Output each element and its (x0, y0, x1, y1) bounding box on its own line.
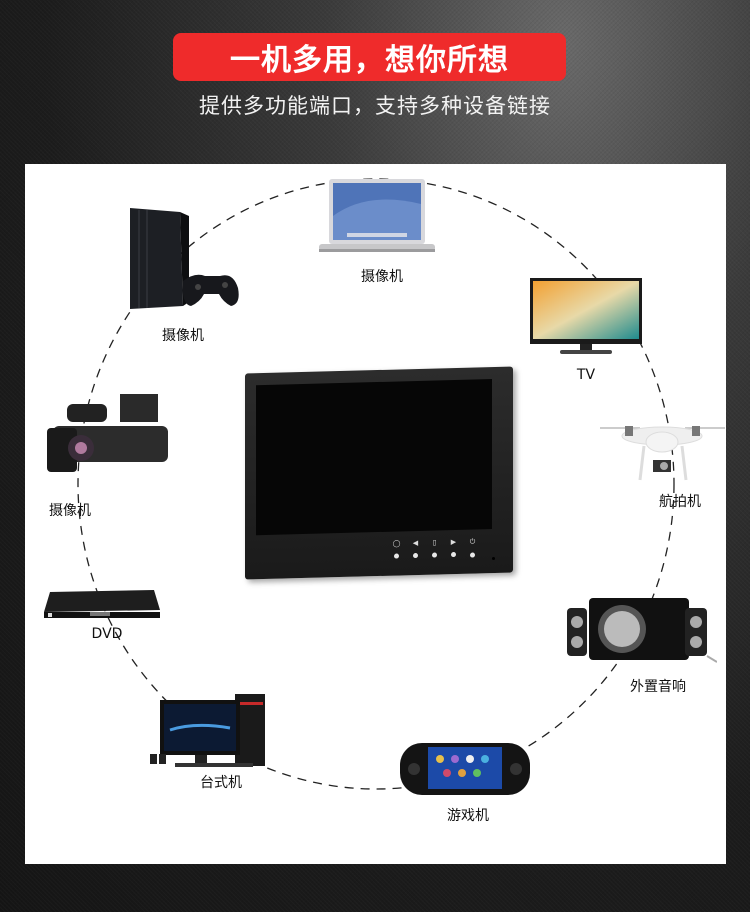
device-label-dvd: DVD (91, 626, 123, 642)
monitor-left-button[interactable]: ◀ (412, 539, 419, 559)
tv-device (530, 278, 642, 364)
menu-icon: ◯ (392, 539, 401, 548)
device-label-handheld-console: 游戏机 (447, 808, 489, 824)
drone-icon (600, 426, 725, 481)
camcorder-device (45, 386, 170, 482)
headline-text: 一机多用，想你所想 (230, 43, 509, 78)
laptop-icon (319, 179, 435, 252)
handheld-console-device (400, 739, 530, 803)
monitor-menu-button[interactable]: ◯ (393, 539, 400, 559)
device-label-laptop: 摄像机 (361, 269, 403, 285)
dvd-player-device (42, 586, 162, 625)
laptop-device (317, 176, 437, 262)
center-monitor: ◯ ◀ ▯ ▶ ⏻ (245, 366, 513, 580)
desktop-pc-device (150, 692, 270, 776)
speakers-icon (567, 598, 718, 663)
handheld-console-icon (400, 743, 530, 795)
desktop-pc-icon (150, 694, 265, 767)
device-label-speakers: 外置音响 (630, 679, 686, 695)
dvd-player-icon (44, 590, 160, 618)
headline-banner: 一机多用，想你所想 (173, 33, 566, 81)
tv-icon (530, 278, 642, 354)
device-label-camcorder: 摄像机 (49, 503, 91, 519)
device-label-game-console: 摄像机 (162, 328, 204, 344)
drone-device (600, 416, 725, 490)
device-panel: 摄像机 摄像机 TV (25, 164, 726, 864)
monitor-right-button[interactable]: ▶ (450, 538, 457, 558)
device-label-drone: 航拍机 (659, 494, 701, 510)
subheadline: 提供多功能端口，支持多种设备链接 (199, 94, 551, 118)
monitor-indicator-led (492, 556, 495, 561)
power-icon: ⏻ (469, 537, 476, 546)
game-console-device (125, 206, 240, 315)
dashed-connection-ring (77, 178, 675, 790)
camcorder-icon (47, 394, 168, 472)
right-arrow-icon: ▶ (450, 537, 457, 547)
game-console-icon (130, 208, 239, 309)
device-label-tv: TV (576, 367, 596, 383)
monitor-button-row: ◯ ◀ ▯ ▶ ⏻ (393, 537, 476, 559)
left-arrow-icon: ◀ (412, 538, 419, 548)
monitor-source-button[interactable]: ▯ (431, 538, 438, 558)
source-icon: ▯ (432, 538, 437, 547)
monitor-screen (256, 379, 492, 536)
monitor-power-button[interactable]: ⏻ (469, 537, 476, 558)
speakers-device (567, 596, 718, 670)
device-label-desktop-pc: 台式机 (200, 775, 242, 791)
